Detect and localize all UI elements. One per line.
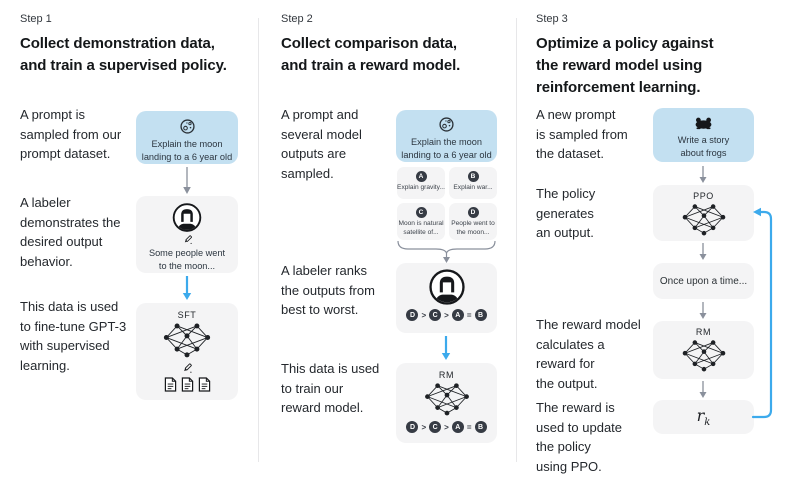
prompt-text: Explain the moon landing to a 6 year old [141,139,233,162]
pencil-icon [184,363,192,373]
network-icon [424,383,469,416]
labeler-icon [172,203,202,232]
feedback-loop-arrow [751,207,773,419]
output-b-box: B Explain war... [449,167,497,199]
rank-separator: > [444,310,449,320]
step1-label: Step 1 [20,13,52,25]
step2-title: Collect comparison data, and train a rew… [281,35,461,74]
rank-badge: A [451,309,464,321]
moon-icon [179,119,195,134]
step3-caption-policy: The policy generates an output. [536,186,596,240]
output-badge: C [415,207,427,218]
rank-badge: C [429,309,442,321]
output-c-box: C Moon is natural satellite of... [397,203,445,240]
network-icon [163,323,211,358]
output-a-box: A Explain gravity... [397,167,445,199]
model-label: SFT [177,310,197,320]
prompt-text: Write a story about frogs [677,135,730,158]
rank-badge: B [474,421,487,433]
step1-caption-finetune: This data is used to fine-tune GPT-3 wit… [20,299,127,373]
step2-caption-rank: A labeler ranks the outputs from best to… [281,263,375,317]
step2-prompt-box: Explain the moon landing to a 6 year old [396,110,497,162]
model-label: PPO [693,191,714,201]
moon-icon [439,117,454,132]
model-label: RM [695,327,712,337]
step3-prompt-box: Write a story about frogs [653,108,754,162]
step3-ppo-box: PPO [653,185,754,241]
output-badge: D [467,207,479,218]
step1-prompt-box: Explain the moon landing to a 6 year old [136,111,238,164]
arrow-down-icon [699,166,707,183]
labeler-icon [428,269,465,305]
rank-badge: D [406,309,419,321]
prompt-text: Explain the moon landing to a 6 year old [401,137,492,160]
step1-title: Collect demonstration data, and train a … [20,35,227,74]
step3-reward-value-box: rk [653,400,754,434]
document-icon [164,377,176,392]
rank-badge: B [474,309,487,321]
output-text: Explain gravity... [397,184,445,191]
step1-sft-box: SFT [136,303,238,400]
step1-caption-prompt: A prompt is sampled from our prompt data… [20,107,122,161]
step2-labeler-box: D > C > A = B [396,263,497,333]
arrow-down-icon [699,302,707,319]
step3-label: Step 3 [536,13,568,25]
blue-arrow-down-icon [182,276,192,300]
output-badge: A [415,171,427,182]
document-icon [198,377,210,392]
labeler-demo-text: Some people went to the moon... [148,248,226,272]
step3-caption-prompt: A new prompt is sampled from the dataset… [536,107,628,161]
output-badge: B [467,171,479,182]
step3-caption-reward: The reward model calculates a reward for… [536,317,641,391]
rank-separator: > [421,422,427,432]
rank-separator: > [421,310,427,320]
reward-value: rk [696,405,711,429]
document-icon [181,377,193,392]
rank-separator: = [466,310,472,320]
arrow-down-icon [699,381,707,398]
column-divider [258,18,259,462]
arrow-down-icon [699,243,707,260]
step2-caption-train: This data is used to train our reward mo… [281,361,380,415]
step1-caption-labeler: A labeler demonstrates the desired outpu… [20,195,121,269]
step2-label: Step 2 [281,13,313,25]
arrow-down-icon [183,167,191,194]
step1-labeler-box: Some people went to the moon... [136,196,238,273]
model-label: RM [438,370,455,380]
network-icon [682,204,725,236]
step3-title: Optimize a policy against the reward mod… [536,35,714,96]
documents-row [164,377,211,392]
rank-badge: D [406,421,419,433]
output-text: People went to the moon... [451,220,495,236]
output-d-box: D People went to the moon... [449,203,497,240]
blue-arrow-down-icon [441,336,451,360]
step3-caption-update: The reward is used to update the policy … [536,400,623,474]
frog-icon [695,117,712,130]
output-text: Explain war... [453,184,493,191]
step2-caption-prompt: A prompt and several model outputs are s… [281,107,362,181]
step2-rm-box: RM D > C > A = B [396,363,497,443]
output-text: Moon is natural satellite of... [398,220,444,236]
funnel-bracket-arrow [397,241,496,263]
ranking-row: D > C > A = B [406,421,487,433]
ranking-row: D > C > A = B [406,309,487,321]
rank-separator: = [466,422,472,432]
rank-separator: > [444,422,449,432]
column-divider [516,18,517,462]
step3-rm-box: RM [653,321,754,379]
step3-output-box: Once upon a time... [653,263,754,299]
generated-output-text: Once upon a time... [659,275,748,287]
rank-badge: A [451,421,464,433]
rank-badge: C [429,421,442,433]
network-icon [682,340,725,372]
pencil-icon [184,235,192,245]
